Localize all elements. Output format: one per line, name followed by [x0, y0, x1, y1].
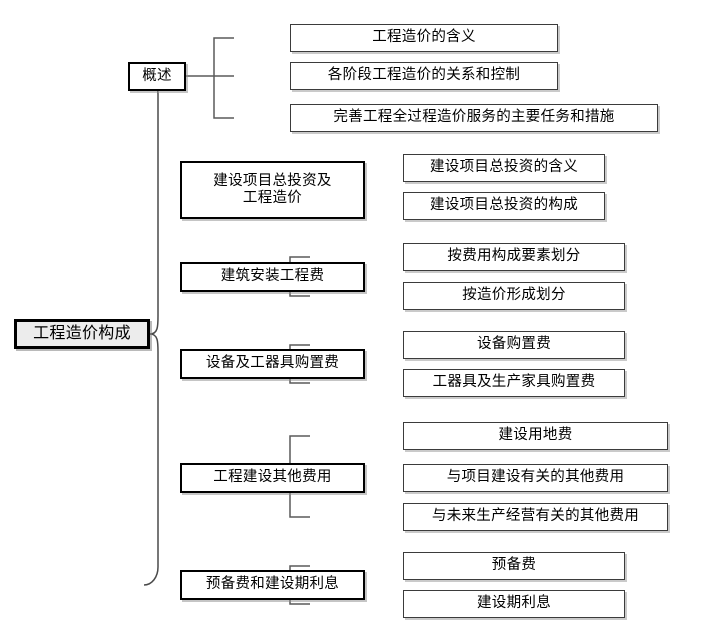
branch-node-4[interactable]: 设备及工器具购置费: [180, 349, 365, 379]
branch-node-1[interactable]: 概述: [128, 62, 186, 91]
branch-node-2[interactable]: 建设项目总投资及 工程造价: [180, 161, 365, 219]
branch-node-6[interactable]: 预备费和建设期利息: [180, 570, 365, 600]
leaf-node-5-3[interactable]: 与未来生产经营有关的其他费用: [403, 503, 668, 531]
leaf-node-1-3[interactable]: 完善工程全过程造价服务的主要任务和措施: [290, 104, 658, 132]
root-brace-lower: [143, 333, 159, 586]
leaf-node-4-2[interactable]: 工器具及生产家具购置费: [403, 369, 625, 397]
leaf-node-3-1[interactable]: 按费用构成要素划分: [403, 243, 625, 271]
leaf-node-5-2[interactable]: 与项目建设有关的其他费用: [403, 464, 668, 492]
branch-node-5[interactable]: 工程建设其他费用: [180, 463, 365, 493]
connector-branch-1: [186, 37, 234, 119]
leaf-node-5-1[interactable]: 建设用地费: [403, 422, 668, 450]
leaf-node-3-2[interactable]: 按造价形成划分: [403, 282, 625, 310]
root-node[interactable]: 工程造价构成: [14, 319, 150, 349]
leaf-node-4-1[interactable]: 设备购置费: [403, 331, 625, 359]
root-brace-upper: [143, 75, 159, 335]
branch-node-3[interactable]: 建筑安装工程费: [180, 262, 365, 292]
leaf-node-2-1[interactable]: 建设项目总投资的含义: [403, 154, 605, 182]
leaf-node-1-2[interactable]: 各阶段工程造价的关系和控制: [290, 62, 558, 90]
leaf-node-6-1[interactable]: 预备费: [403, 552, 625, 580]
leaf-node-1-1[interactable]: 工程造价的含义: [290, 24, 558, 52]
leaf-node-6-2[interactable]: 建设期利息: [403, 590, 625, 618]
leaf-node-2-2[interactable]: 建设项目总投资的构成: [403, 192, 605, 220]
